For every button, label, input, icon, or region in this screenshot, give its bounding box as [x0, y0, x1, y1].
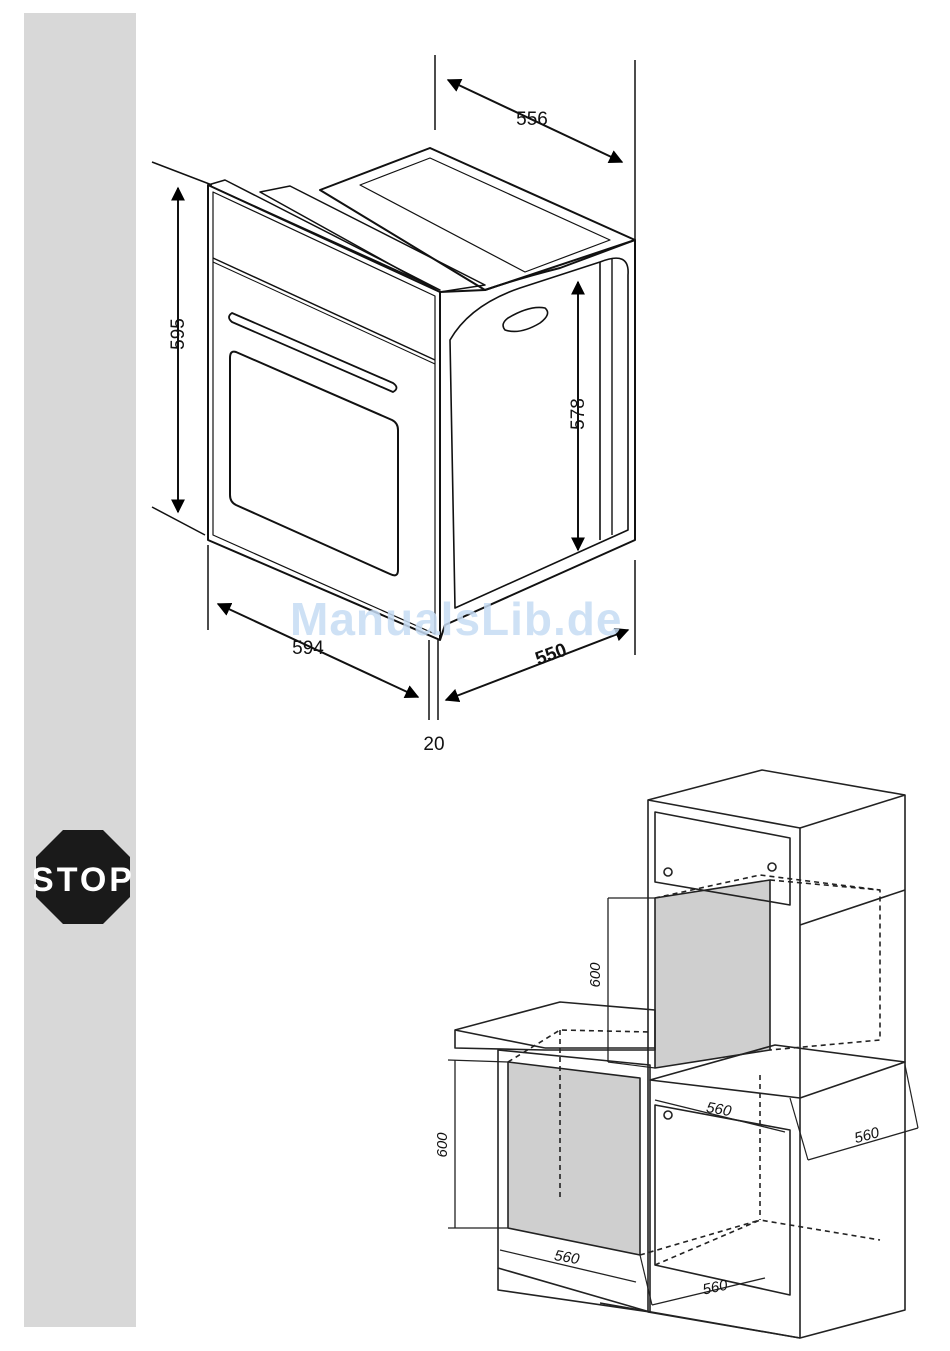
knob-left	[664, 868, 672, 876]
countertop	[455, 1002, 655, 1050]
dim-label-under-600: 600	[434, 1132, 451, 1158]
tall-niche-area	[655, 880, 770, 1068]
dim-label-tall-width-560: 560	[705, 1099, 733, 1120]
under-niche-area	[508, 1062, 640, 1255]
dim-label-tall-depth-560: 560	[853, 1124, 882, 1147]
knob-lower	[664, 1111, 672, 1119]
watermark: ManualsLib.de	[290, 592, 622, 646]
dim-label-under-width-560: 560	[553, 1247, 581, 1268]
knob-right	[768, 863, 776, 871]
dim-label-under-depth-560: 560	[701, 1277, 730, 1299]
dim-label-tall-600: 600	[587, 962, 604, 988]
